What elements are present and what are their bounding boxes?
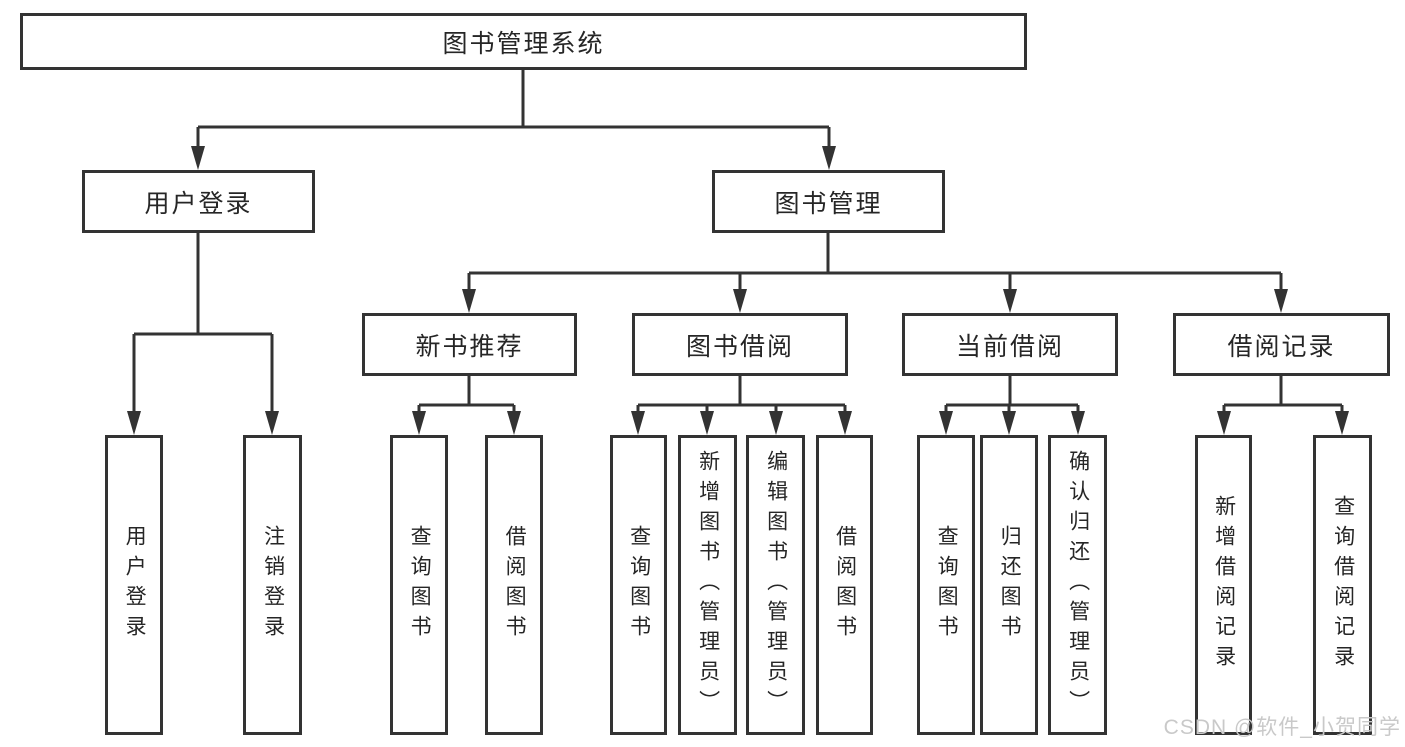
leaf-user-login: 用户登录 — [105, 435, 163, 735]
node-book-mgmt-label: 图书管理 — [774, 189, 883, 218]
connector-new-books-to-leaves — [412, 376, 521, 435]
node-borrow-records-label: 借阅记录 — [1227, 332, 1336, 361]
connector-book-borrow-to-leaves — [631, 376, 852, 435]
leaf-add-books-admin: 新增图书（管理员） — [678, 435, 737, 735]
connector-user-login-to-leaves — [127, 233, 279, 435]
leaf-edit-books-admin: 编辑图书（管理员） — [746, 435, 805, 735]
leaf-query-books-1-label: 查询图书 — [408, 525, 432, 645]
leaf-borrow-books-1: 借阅图书 — [485, 435, 543, 735]
leaf-edit-books-admin-label: 编辑图书（管理员） — [764, 450, 788, 720]
node-new-books: 新书推荐 — [362, 313, 577, 376]
node-current-borrow-label: 当前借阅 — [955, 332, 1064, 361]
node-user-login: 用户登录 — [82, 170, 315, 233]
node-book-borrow-label: 图书借阅 — [685, 332, 794, 361]
leaf-return-books-label: 归还图书 — [998, 525, 1022, 645]
node-book-mgmt: 图书管理 — [712, 170, 945, 233]
leaf-query-books-3-label: 查询图书 — [935, 525, 959, 645]
node-borrow-records: 借阅记录 — [1173, 313, 1390, 376]
connector-current-borrow-to-leaves — [939, 376, 1085, 435]
leaf-query-borrow-record: 查询借阅记录 — [1313, 435, 1372, 735]
leaf-borrow-books-2: 借阅图书 — [816, 435, 873, 735]
leaf-logout: 注销登录 — [243, 435, 302, 735]
leaf-query-books-2-label: 查询图书 — [627, 525, 651, 645]
connector-borrow-records-to-leaves — [1217, 376, 1349, 435]
leaf-borrow-books-1-label: 借阅图书 — [503, 525, 527, 645]
leaf-query-borrow-record-label: 查询借阅记录 — [1331, 495, 1355, 675]
connector-book-mgmt-to-level3 — [462, 233, 1288, 313]
leaf-query-books-2: 查询图书 — [610, 435, 667, 735]
node-book-borrow: 图书借阅 — [632, 313, 848, 376]
leaf-user-login-label: 用户登录 — [123, 525, 147, 645]
node-root: 图书管理系统 — [20, 13, 1027, 70]
leaf-add-books-admin-label: 新增图书（管理员） — [696, 450, 720, 720]
leaf-logout-label: 注销登录 — [261, 525, 285, 645]
node-current-borrow: 当前借阅 — [902, 313, 1118, 376]
leaf-add-borrow-record: 新增借阅记录 — [1195, 435, 1252, 735]
leaf-confirm-return-admin: 确认归还（管理员） — [1048, 435, 1107, 735]
node-new-books-label: 新书推荐 — [415, 332, 524, 361]
leaf-query-books-1: 查询图书 — [390, 435, 448, 735]
leaf-confirm-return-admin-label: 确认归还（管理员） — [1066, 450, 1090, 720]
csdn-watermark: CSDN @软件_小贺同学 — [1163, 716, 1401, 739]
node-root-label: 图书管理系统 — [442, 29, 605, 58]
node-user-login-label: 用户登录 — [144, 189, 253, 218]
connector-root-to-level2 — [191, 70, 836, 170]
leaf-return-books: 归还图书 — [980, 435, 1038, 735]
leaf-borrow-books-2-label: 借阅图书 — [833, 525, 857, 645]
leaf-add-borrow-record-label: 新增借阅记录 — [1212, 495, 1236, 675]
leaf-query-books-3: 查询图书 — [917, 435, 975, 735]
